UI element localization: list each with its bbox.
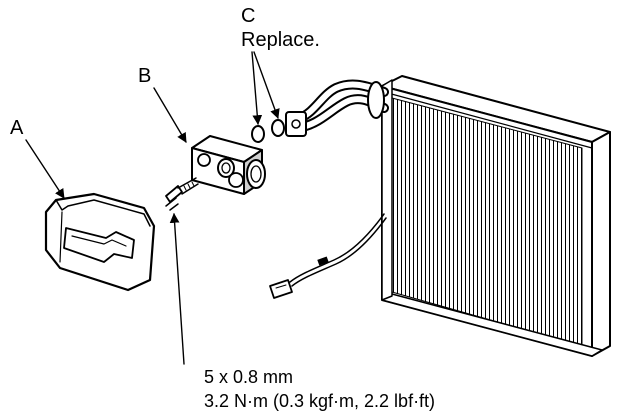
leader-b <box>153 87 187 143</box>
leader-lines <box>25 51 280 365</box>
bolt-torque-label: 3.2 N·m (0.3 kgf·m, 2.2 lbf·ft) <box>204 391 436 411</box>
evaporator-core <box>381 75 611 357</box>
bolt-size-label: 5 x 0.8 mm <box>204 367 294 387</box>
callout-c-label: C <box>241 5 256 27</box>
callout-c-note: Replace. <box>241 29 320 51</box>
leader-a <box>25 139 65 199</box>
callout-b-label: B <box>138 65 152 87</box>
leader-c-1 <box>251 51 263 125</box>
callout-a-label: A <box>10 117 24 139</box>
expansion-valve <box>191 135 266 195</box>
o-rings <box>251 119 285 143</box>
thermistor-wire <box>269 213 387 299</box>
leader-c-2 <box>253 51 280 119</box>
refrigerant-pipes <box>285 79 389 137</box>
insulator-cover <box>44 192 156 292</box>
leader-bolt <box>169 213 185 365</box>
mounting-bolt <box>165 177 199 211</box>
